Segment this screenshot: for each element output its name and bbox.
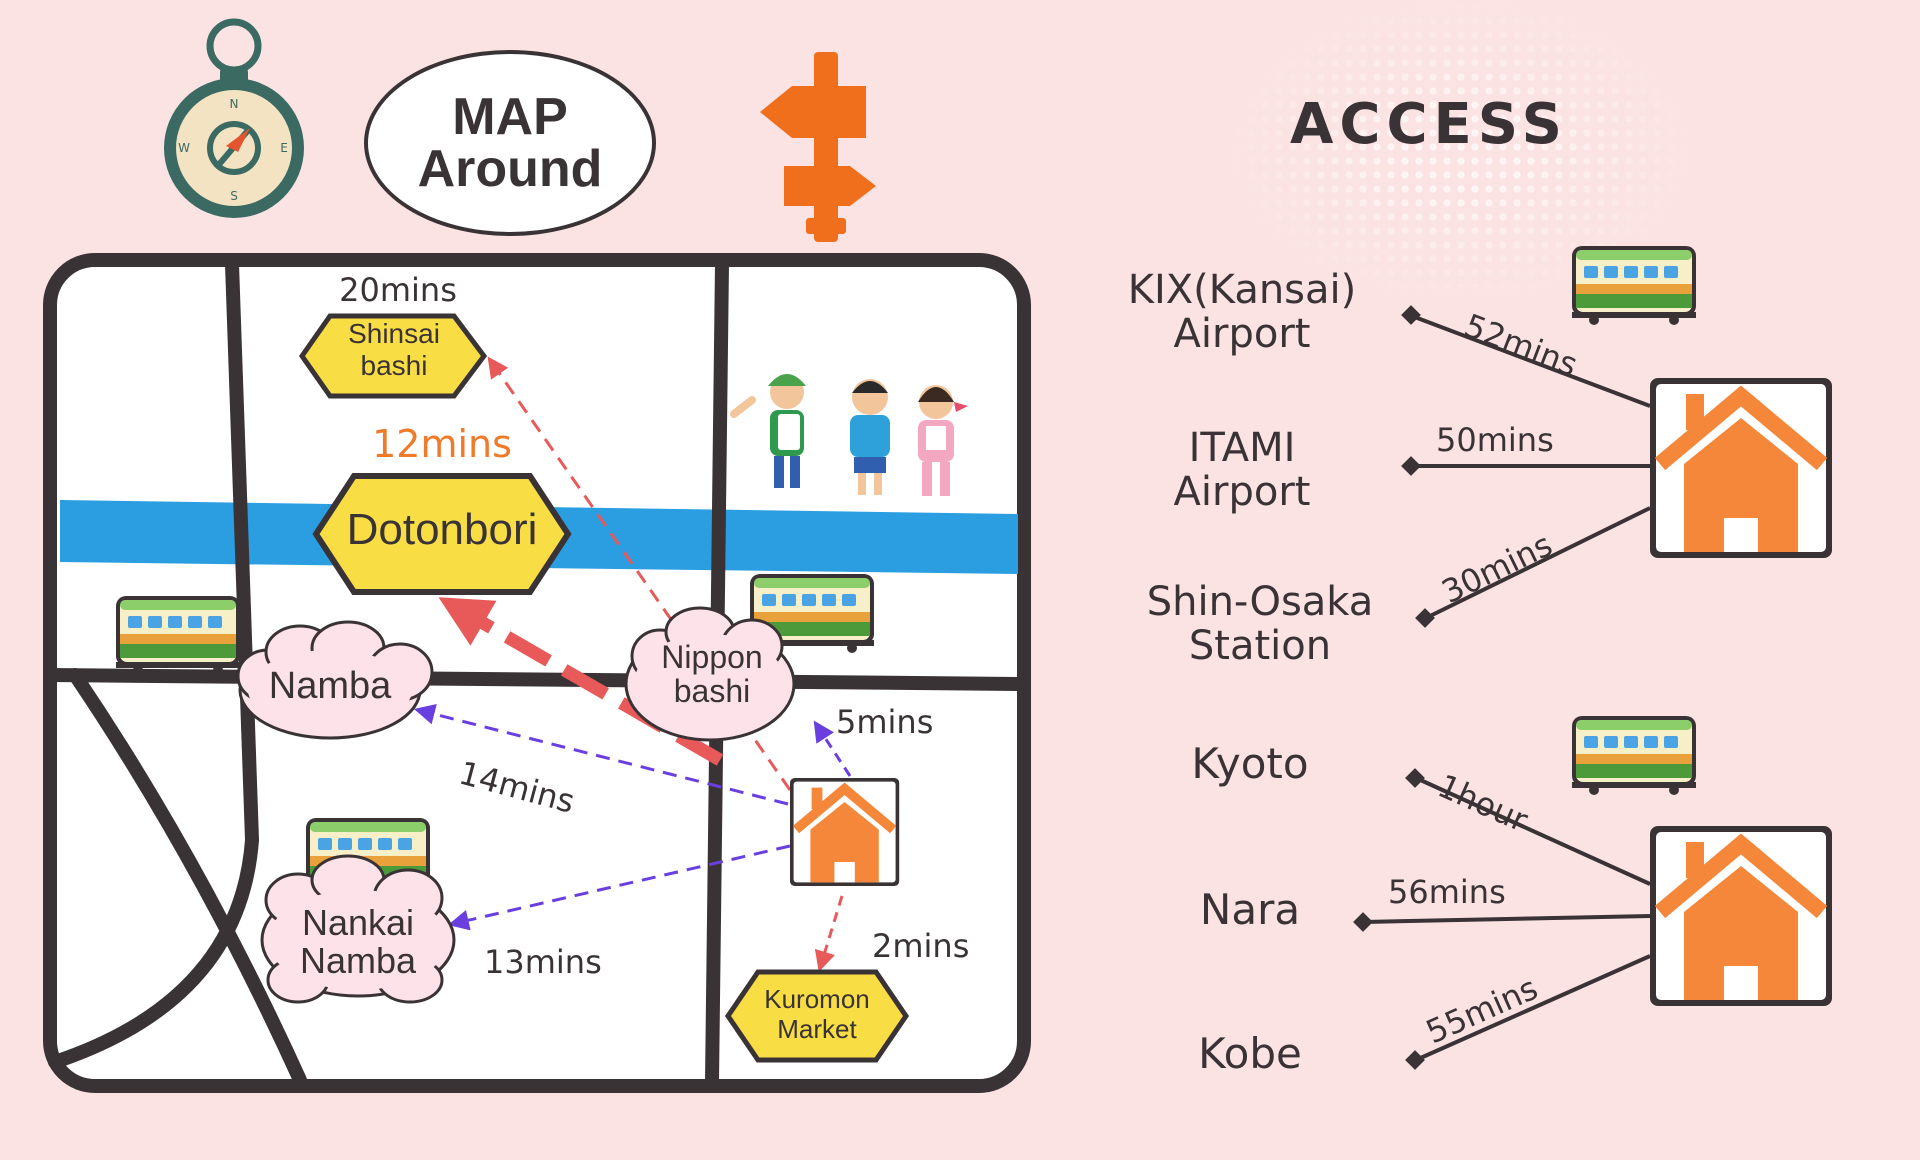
kuromon-sign (724, 969, 910, 1063)
nippon-bashi-label: Nippon bashi (661, 639, 763, 709)
shinsaibashi-time: 20mins (339, 271, 457, 309)
svg-text:N: N (230, 97, 239, 111)
svg-text:S: S (230, 189, 238, 203)
compass-icon: N S E W (164, 18, 304, 218)
kyoto-label: Kyoto (1191, 739, 1309, 788)
house-icon (1650, 378, 1832, 558)
nankai-namba-cloud (260, 854, 456, 1004)
house-icon (790, 778, 899, 886)
access-title: ACCESS (1290, 92, 1568, 157)
route-arrows (413, 356, 852, 973)
dotonbori-label: Dotonbori (346, 505, 538, 554)
nippon-bashi-cloud (624, 606, 796, 742)
map-title-line1: MAP (452, 88, 568, 146)
dotonbori-sign (312, 473, 572, 595)
children-icon (730, 374, 968, 496)
kobe-label: Kobe (1198, 1029, 1302, 1078)
namba-label: Namba (268, 665, 392, 707)
svg-text:W: W (178, 141, 190, 155)
shinsaibashi-sign (298, 313, 488, 399)
itami-airport-label: ITAMI Airport (1173, 425, 1311, 515)
dotonbori-time: 12mins (372, 422, 512, 466)
nankai-namba-label: Nankai Namba (299, 902, 417, 981)
map-title-line2: Around (417, 140, 603, 198)
itami-airport-time: 50mins (1436, 421, 1554, 459)
map-area (43, 253, 1031, 1093)
access-group-2 (1353, 716, 1832, 1070)
train-icon (1572, 716, 1696, 795)
nara-time: 56mins (1388, 873, 1506, 911)
train-icon (116, 596, 240, 675)
kuromon-time: 2mins (872, 927, 970, 965)
access-group-1 (1401, 246, 1832, 628)
signpost-icon (760, 52, 876, 242)
train-icon (1572, 246, 1696, 325)
nankai-namba-time: 13mins (484, 943, 602, 981)
shinsaibashi-label: Shinsai bashi (348, 318, 440, 381)
map-title: MAP Around (364, 50, 656, 236)
nippon-bashi-time: 5mins (836, 703, 934, 741)
kix-airport-label: KIX(Kansai) Airport (1127, 267, 1357, 357)
shin-osaka-label: Shin-Osaka Station (1146, 579, 1374, 669)
kuromon-label: Kuromon Market (764, 984, 870, 1044)
house-icon (1650, 826, 1832, 1006)
svg-text:E: E (280, 141, 288, 155)
namba-cloud (236, 620, 434, 740)
nara-label: Nara (1199, 885, 1301, 934)
